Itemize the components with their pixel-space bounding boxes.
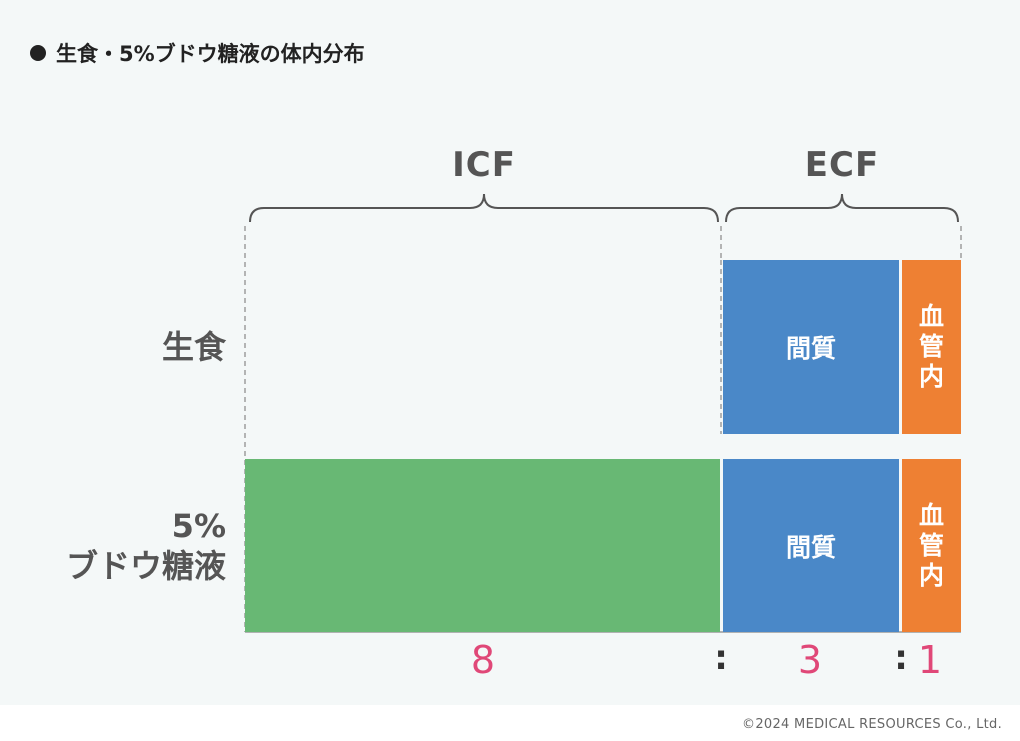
saline-interstitial-label: 間質 <box>785 334 836 363</box>
ratio-vascular: 1 <box>917 638 943 682</box>
title-text: 生食・5%ブドウ糖液の体内分布 <box>56 42 365 66</box>
row-label-saline: 生食 <box>162 327 226 367</box>
row-label-saline-text: 生食 <box>161 328 226 366</box>
icf-label: ICF <box>452 145 516 185</box>
row-label-glucose: 5% ブドウ糖液 <box>66 506 226 586</box>
glucose-icf-bar <box>245 459 720 632</box>
glucose-vascular-bar: 血 管 内 <box>902 459 961 632</box>
saline-vascular-bar: 血 管 内 <box>902 260 961 434</box>
glucose-vascular-char-3: 内 <box>918 560 944 590</box>
bullet-icon <box>30 45 46 61</box>
glucose-interstitial-label: 間質 <box>785 532 836 562</box>
glucose-vascular-char-2: 管 <box>918 530 944 560</box>
row-label-glucose-line1: 5% <box>171 507 226 545</box>
ratio-colon-2: : <box>894 638 908 678</box>
ratio-icf: 8 <box>470 638 496 682</box>
ecf-label: ECF <box>804 145 880 185</box>
copyright-footer: ©2024 MEDICAL RESOURCES Co., Ltd. <box>742 717 1002 732</box>
saline-vascular-char-3: 内 <box>918 362 944 391</box>
glucose-vascular-char-1: 血 <box>918 500 944 530</box>
icf-brace <box>249 193 719 223</box>
ratio-interstitial: 3 <box>797 638 823 682</box>
saline-vascular-char-2: 管 <box>918 332 944 361</box>
ratio-colon-1: : <box>714 638 728 678</box>
ecf-brace <box>725 193 959 223</box>
diagram-title: 生食・5%ブドウ糖液の体内分布 <box>30 38 365 68</box>
saline-vascular-char-1: 血 <box>918 302 944 331</box>
glucose-interstitial-bar: 間質 <box>723 459 899 632</box>
row-label-glucose-line2: ブドウ糖液 <box>65 547 226 585</box>
saline-interstitial-bar: 間質 <box>723 260 899 434</box>
